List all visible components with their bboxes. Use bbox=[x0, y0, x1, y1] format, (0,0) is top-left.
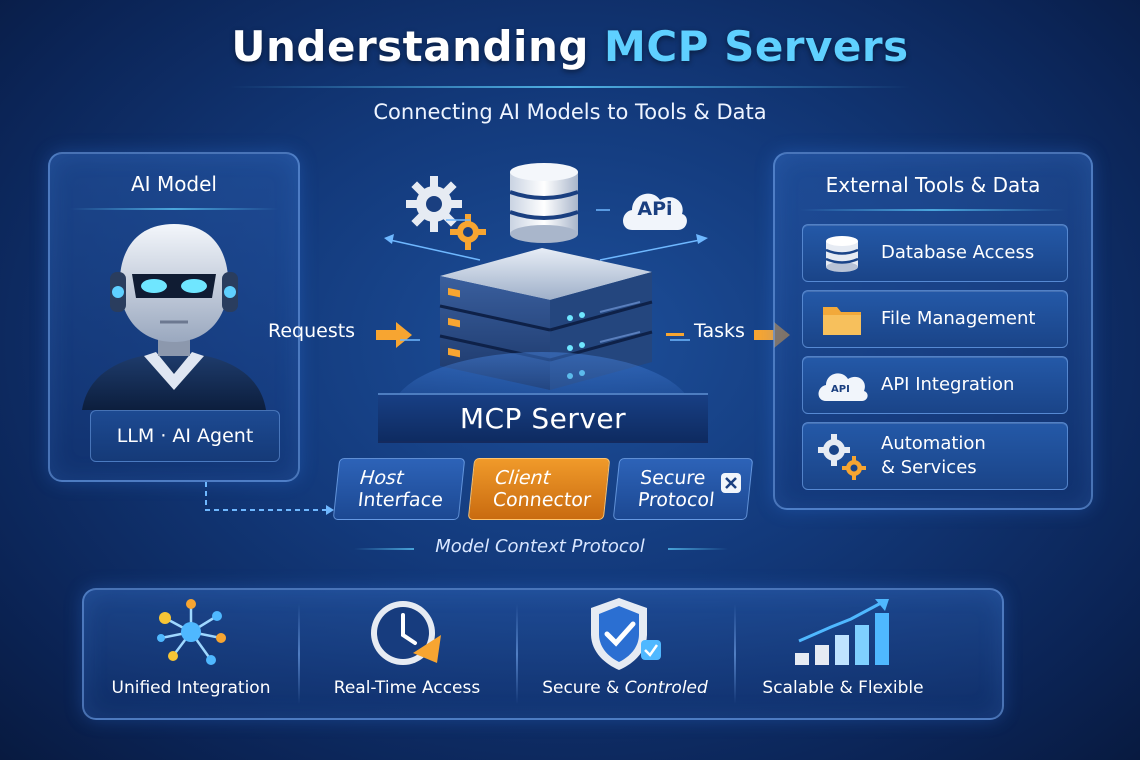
tool-api-integration: API API Integration bbox=[802, 356, 1068, 414]
host-interface-line1: Host bbox=[359, 467, 405, 489]
api-cloud-icon bbox=[623, 193, 687, 230]
api-cloud-icon bbox=[818, 373, 868, 401]
feature-divider bbox=[516, 604, 518, 704]
feature-secure-controlled: Secure & Controled bbox=[516, 588, 734, 720]
client-connector-box: Client Connector bbox=[467, 458, 611, 520]
tool-automation-services: Automation & Services bbox=[802, 422, 1068, 490]
features-strip bbox=[82, 588, 1004, 720]
feature-scalable-flexible-label: Scalable & Flexible bbox=[762, 678, 924, 698]
requests-label: Requests bbox=[268, 320, 356, 342]
feature-scalable-flexible: Scalable & Flexible bbox=[734, 588, 952, 720]
client-connector-line1: Client bbox=[494, 467, 552, 489]
title-divider bbox=[230, 86, 910, 88]
folder-icon bbox=[823, 307, 861, 335]
tool-automation-line1: Automation bbox=[881, 433, 986, 454]
tasks-label: Tasks bbox=[694, 320, 745, 342]
ai-model-divider bbox=[70, 208, 278, 210]
dashed-connector bbox=[205, 482, 334, 515]
feature-real-time-access: Real-Time Access bbox=[298, 588, 516, 720]
tool-file-management: File Management bbox=[802, 290, 1068, 348]
protocol-divider-left bbox=[354, 548, 414, 550]
host-interface-line2: Interface bbox=[356, 489, 445, 511]
tool-api-integration-label: API Integration bbox=[881, 374, 1015, 395]
tasks-dash-icon bbox=[666, 333, 684, 336]
tool-automation-services-label: Automation & Services bbox=[881, 432, 986, 480]
clock-icon bbox=[371, 601, 441, 665]
protocol-label: Model Context Protocol bbox=[435, 536, 645, 557]
external-tools-divider bbox=[800, 209, 1066, 211]
requests-arrow-icon bbox=[376, 322, 412, 348]
title-main: Understanding bbox=[231, 22, 589, 71]
client-connector-line2: Connector bbox=[491, 489, 592, 511]
mcp-server-label: MCP Server bbox=[378, 393, 708, 443]
tool-database-access-label: Database Access bbox=[881, 242, 1035, 263]
tool-file-management-label: File Management bbox=[881, 308, 1036, 329]
feature-unified-integration-label: Unified Integration bbox=[111, 678, 271, 698]
feature-unified-integration: Unified Integration bbox=[82, 588, 300, 720]
gears-icon bbox=[406, 176, 486, 250]
robot-avatar-icon bbox=[82, 224, 266, 410]
close-x-icon bbox=[721, 473, 741, 493]
llm-agent-label: LLM · AI Agent bbox=[90, 410, 280, 462]
connection-arrows bbox=[384, 209, 708, 341]
tool-automation-line2: & Services bbox=[881, 457, 977, 478]
api-small-badge: API bbox=[831, 384, 850, 395]
database-icon bbox=[509, 163, 579, 243]
shield-check-icon bbox=[591, 598, 661, 670]
host-interface-box: Host Interface bbox=[332, 458, 466, 520]
feature-divider bbox=[298, 604, 300, 704]
database-icon bbox=[825, 236, 859, 272]
title-accent: MCP Servers bbox=[604, 22, 909, 71]
feature-secure-plain: Secure & bbox=[542, 678, 625, 698]
page-title: Understanding MCP Servers bbox=[0, 22, 1140, 71]
gears-icon bbox=[818, 434, 866, 480]
subtitle: Connecting AI Models to Tools & Data bbox=[373, 100, 767, 124]
feature-divider bbox=[734, 604, 736, 704]
feature-secure-italic: Controled bbox=[624, 678, 708, 698]
external-tools-heading: External Tools & Data bbox=[825, 173, 1041, 197]
network-nodes-icon bbox=[157, 599, 226, 665]
protocol-divider-right bbox=[668, 548, 728, 550]
tool-database-access: Database Access bbox=[802, 224, 1068, 282]
api-badge-text: APi bbox=[637, 198, 673, 220]
feature-real-time-access-label: Real-Time Access bbox=[333, 678, 481, 698]
feature-secure-controlled-label: Secure & Controled bbox=[542, 678, 708, 698]
growth-chart-icon bbox=[795, 599, 889, 665]
ai-model-heading: AI Model bbox=[131, 172, 217, 196]
